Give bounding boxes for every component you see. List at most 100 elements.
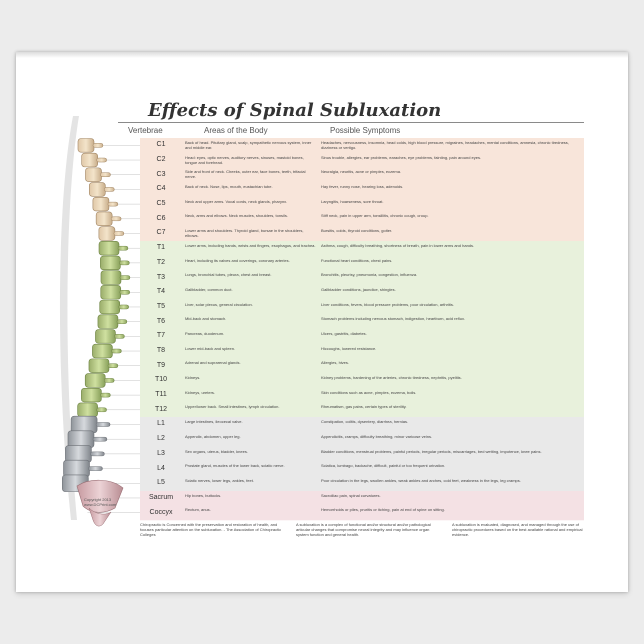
- coccyx-shape: [88, 507, 112, 527]
- body-area-text: Hip bones, buttocks.: [185, 492, 222, 498]
- body-area-text: Heart, including its valves and covering…: [185, 257, 290, 263]
- body-area-text: Neck, arms and elbows. Neck muscles, sho…: [185, 213, 288, 219]
- body-area-text: Side and front of neck. Cheeks, outer ea…: [185, 169, 306, 180]
- title-divider: [118, 122, 584, 123]
- vertebra-body: [98, 241, 120, 256]
- body-area-text: Gallbladder, common duct.: [185, 286, 233, 292]
- vertebra-code: T1: [156, 244, 166, 252]
- body-area-text: Sciatic nerves, lower legs, ankles, feet…: [185, 477, 254, 483]
- copyright-notice: Copyright 2013 www.DCPrint.com: [84, 497, 116, 507]
- chart-title: Effects of Spinal Subluxation: [148, 100, 442, 121]
- vertebra-body: [99, 299, 121, 315]
- symptom-text: Constipation, colitis, dysentery, diarrh…: [321, 419, 409, 425]
- body-area-text: Upper/lower back. Small intestines, lymp…: [185, 404, 280, 410]
- symptom-text: Headaches, nervousness, insomnia, head c…: [321, 140, 569, 150]
- vertebra-code: C2: [156, 156, 166, 164]
- vertebra-body: [81, 387, 102, 403]
- vertebra-code: T4: [156, 288, 166, 296]
- vertebra-body: [70, 415, 98, 434]
- symptom-text: Sacroiliac pain, spinal curvatures.: [321, 492, 381, 498]
- vertebra-code: T5: [156, 302, 166, 310]
- symptom-text: Appendicitis, cramps, difficulty breathi…: [321, 433, 433, 439]
- body-area-text: Lower arms and shoulders. Thyroid gland,…: [185, 228, 304, 239]
- table-row: C3 Side and front of neck. Cheeks, outer …: [140, 167, 584, 184]
- table-row: L4 Prostate gland, muscles of the lower b…: [140, 461, 584, 477]
- sacrum-shape: [76, 479, 124, 513]
- symptom-text: Hay fever, runny nose, hearing loss, ade…: [321, 184, 404, 190]
- spinous-process: [119, 290, 131, 295]
- symptom-text: Allergies, hives.: [321, 360, 350, 366]
- spinous-process: [118, 304, 129, 310]
- vertebra-code: T6: [156, 317, 166, 325]
- vertebra-body: [95, 211, 113, 226]
- symptom-text: Stiff neck, pain in upper arm, tonsillit…: [321, 213, 429, 219]
- symptom-text: Poor circulation in the legs, swollen an…: [321, 477, 521, 483]
- spinous-process: [96, 407, 107, 413]
- body-area-text: Back of head. Pituitary gland, scalp, sy…: [185, 140, 312, 150]
- vertebra-code: T7: [156, 332, 166, 340]
- body-area-text: Appendix, abdomen, upper leg.: [185, 433, 241, 439]
- vertebra-code: L1: [157, 420, 165, 428]
- table-row: C7 Lower arms and shoulders. Thyroid glan…: [140, 226, 584, 242]
- vertebra-body: [88, 358, 110, 373]
- symptom-text: Gallbladder conditions, jaundice, shingl…: [321, 286, 396, 292]
- vertebra-code: C7: [156, 229, 166, 237]
- vertebra-code: C4: [156, 185, 166, 193]
- footer-note-chiropractic: Chiropractic is Concerned with the prese…: [140, 522, 282, 537]
- copyright-url: www.DCPrint.com: [84, 502, 117, 507]
- symptom-text: Kidney problems, hardening of the arteri…: [321, 375, 462, 381]
- vertebra-body: [85, 167, 102, 182]
- footer-note-subluxation-definition: A subluxation is a complex of functional…: [296, 522, 431, 537]
- symptom-text: Ulcers, gastritis, diabetes.: [321, 331, 367, 336]
- spinous-process: [103, 378, 115, 383]
- vertebra-code: C3: [156, 170, 166, 178]
- symptom-text: Sciatica, lumbago, backache, difficult, …: [321, 463, 446, 469]
- body-area-text: Back of neck. Nose, lips, mouth, eustach…: [185, 184, 273, 190]
- vertebra-code: Coccyx: [149, 508, 173, 516]
- areas-column-header: Areas of the Body: [204, 126, 268, 135]
- vertebra-code: T3: [156, 273, 166, 281]
- spinous-process: [111, 348, 122, 354]
- body-area-text: Neck and upper arms. Vocal cords, neck g…: [185, 198, 288, 204]
- vertebra-code: C5: [156, 200, 166, 208]
- symptom-text: Rheumatism, gas pains, certain types of …: [321, 404, 407, 410]
- symptom-text: Hemorrhoids or piles, pruritis or itchin…: [321, 507, 445, 513]
- vertebra-body: [100, 270, 122, 285]
- table-row: T4 Gallbladder, common duct. Gallbladder c…: [140, 284, 584, 301]
- symptom-text: Bursitis, colds, thyroid conditions, goi…: [321, 228, 393, 234]
- symptom-text: Hiccoughs, lowered resistance.: [321, 345, 377, 351]
- vertebra-code: L5: [157, 479, 165, 487]
- copyright-line: Copyright 2013: [84, 497, 112, 502]
- symptom-text: Laryngitis, hoarseness, sore throat.: [321, 198, 384, 204]
- footer-note-subluxation-evaluation: A subluxation is evaluated, diagnosed, a…: [452, 522, 583, 537]
- vertebra-body: [95, 329, 116, 344]
- spinous-process: [119, 275, 131, 280]
- vertebrae-column-header: Vertebrae: [128, 126, 163, 135]
- spinous-process: [110, 216, 122, 222]
- body-area-text: Kidneys, ureters.: [185, 389, 216, 395]
- vertebra-code: T10: [154, 376, 168, 384]
- symptom-text: Sinus trouble, allergies, ear problems, …: [321, 154, 482, 160]
- vertebra-body: [77, 138, 95, 153]
- vertebra-body: [92, 343, 113, 359]
- spinous-process: [100, 392, 111, 398]
- body-area-text: Lungs, bronchial tubes, pleura, chest an…: [185, 272, 272, 278]
- vertebra-body: [77, 402, 98, 417]
- spinous-process: [119, 260, 130, 266]
- spinous-process: [100, 172, 111, 177]
- symptom-text: Bronchitis, pleurisy, pneumonia, congest…: [321, 272, 418, 278]
- spinous-process: [88, 466, 103, 471]
- spinous-process: [104, 187, 115, 192]
- vertebra-code: L4: [157, 464, 165, 472]
- body-area-text: Prostate gland, muscles of the lower bac…: [185, 463, 285, 469]
